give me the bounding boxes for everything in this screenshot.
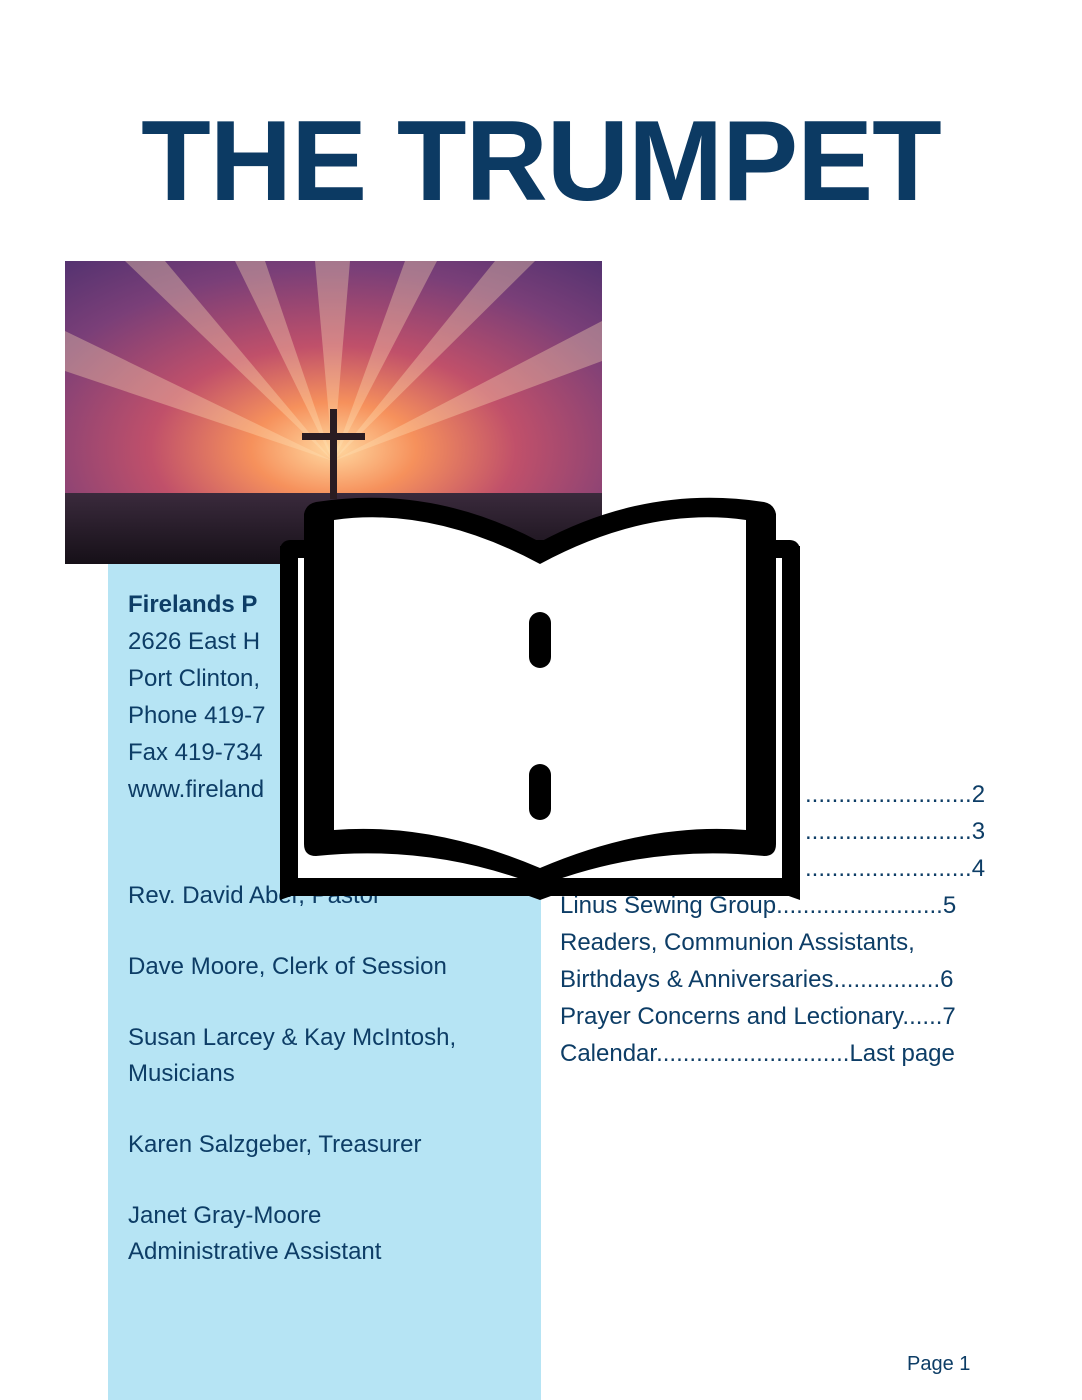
open-book-icon (262, 484, 818, 904)
page-number: Page 1 (907, 1353, 971, 1375)
toc-entry[interactable]: Birthdays & Anniversaries...............… (560, 966, 954, 993)
street-address: 2626 East H (128, 628, 261, 655)
website-link[interactable]: www.fireland (128, 776, 265, 803)
phone-number: Phone 419-7 (128, 702, 266, 729)
church-contact-block: Firelands P 2626 East H Port Clinton, Ph… (128, 586, 528, 808)
toc-entry[interactable]: .........................2 (805, 781, 986, 808)
toc-entry[interactable]: .........................3 (805, 818, 986, 845)
table-of-contents: .........................2 .............… (560, 776, 1030, 1072)
toc-entry[interactable]: Linus Sewing Group......................… (560, 892, 957, 919)
city-address: Port Clinton, (128, 665, 261, 692)
newsletter-title: THE TRUMPET (141, 98, 942, 225)
toc-entry[interactable]: Calendar.............................Las… (560, 1040, 955, 1067)
staff-entry: Karen Salzgeber, Treasurer (128, 1131, 422, 1158)
cross-sunset-image (65, 261, 602, 564)
fax-number: Fax 419-734 (128, 739, 263, 766)
staff-list: Rev. David Aber, Pastor Dave Moore, Cler… (128, 878, 528, 1305)
staff-entry: Susan Larcey & Kay McIntosh,Musicians (128, 1024, 457, 1087)
church-name: Firelands P (128, 591, 258, 618)
toc-entry[interactable]: Prayer Concerns and Lectionary......7 (560, 1003, 956, 1030)
toc-entry[interactable]: .........................4 (805, 855, 986, 882)
staff-entry: Dave Moore, Clerk of Session (128, 953, 447, 980)
toc-entry: Readers, Communion Assistants, (560, 929, 915, 956)
